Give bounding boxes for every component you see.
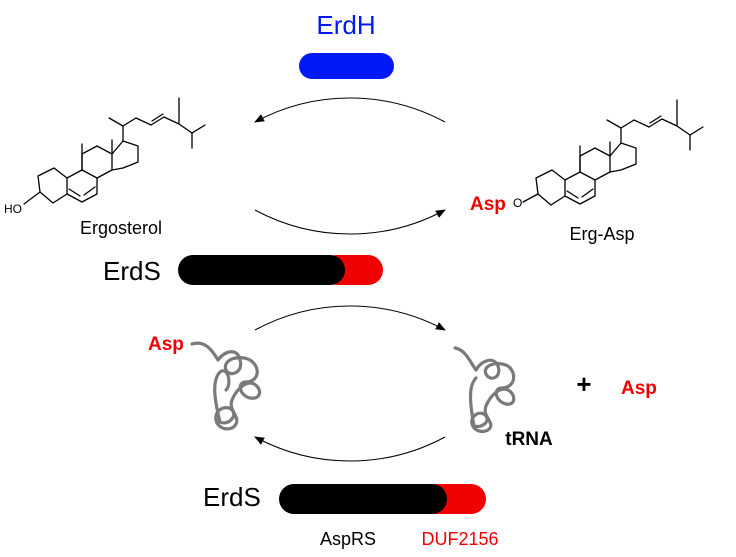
erds-bottom-asprs-domain <box>279 484 447 514</box>
ergosterol-label: Ergosterol <box>80 218 162 238</box>
arrow-trna-charging-bottom <box>254 436 446 462</box>
duf2156-domain-label: DUF2156 <box>421 529 498 549</box>
free-asp-label: Asp <box>621 378 657 399</box>
erds-top-asprs-domain <box>178 255 345 285</box>
aspartyl-trna-asp-label: Asp <box>148 334 184 355</box>
erdh-label: ErdH <box>316 10 375 40</box>
erds-top-label: ErdS <box>103 256 161 286</box>
arrow-erds-transfer-top <box>254 209 446 235</box>
erg-asp-oxygen-label: O <box>513 196 522 210</box>
arrow-erdh-hydrolysis <box>254 97 446 123</box>
erds-bottom-label: ErdS <box>203 482 261 512</box>
aspartyl-trna-strand <box>190 341 262 431</box>
free-trna-strand <box>453 346 516 434</box>
ergosterol-structure <box>23 97 206 205</box>
ergosterol-hydroxyl-label: HO <box>4 202 22 216</box>
trna-label: tRNA <box>505 429 553 450</box>
arrow-trna-to-aspartyl-top <box>254 305 446 331</box>
erdh-domain <box>299 53 394 79</box>
plus-sign: + <box>576 369 591 399</box>
erg-asp-label: Erg-Asp <box>569 224 634 244</box>
erg-asp-structure <box>522 99 704 206</box>
erg-asp-aspartyl-label: Asp <box>470 194 506 215</box>
asprs-domain-label: AspRS <box>320 529 376 549</box>
